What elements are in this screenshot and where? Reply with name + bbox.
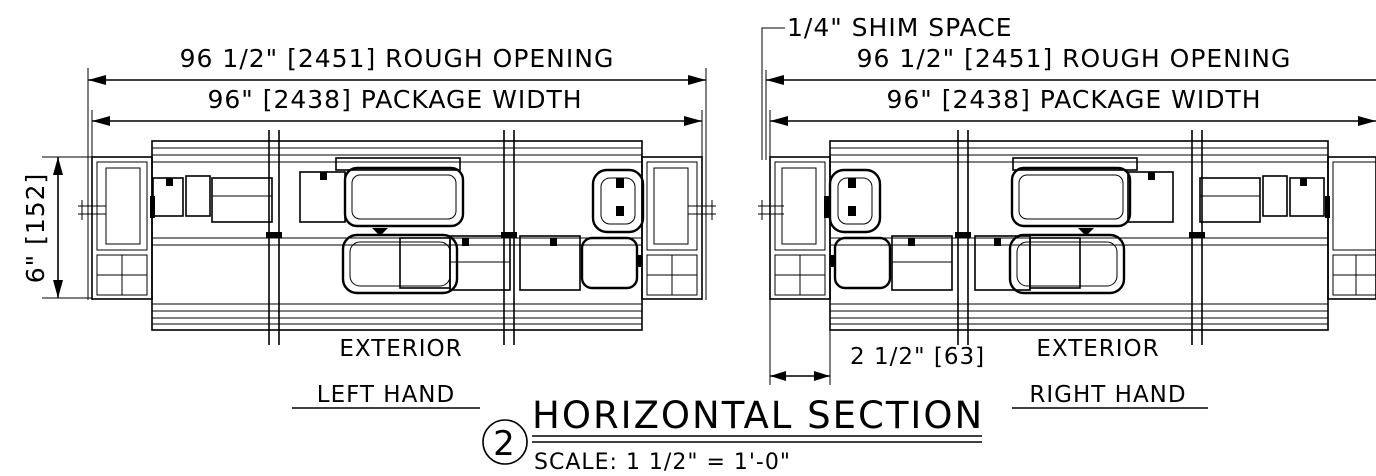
left-rough-opening-label: 96 1/2" [2451] ROUGH OPENING bbox=[180, 44, 615, 73]
left-hand-section: 96 1/2" [2451] ROUGH OPENING 96" [2438] … bbox=[21, 44, 716, 409]
left-hand-label: LEFT HAND bbox=[317, 382, 455, 408]
title-block: 2 HORIZONTAL SECTION SCALE: 1 1/2" = 1'-… bbox=[482, 394, 984, 475]
left-frame-body bbox=[78, 130, 716, 345]
left-package-width-dimension: 96" [2438] PACKAGE WIDTH bbox=[91, 85, 703, 300]
right-rough-opening-dimension: 96 1/2" [2451] ROUGH OPENING bbox=[766, 44, 1376, 85]
height-label: 6" [152] bbox=[21, 173, 50, 284]
section-number: 2 bbox=[493, 424, 517, 464]
section-scale: SCALE: 1 1/2" = 1'-0" bbox=[534, 450, 791, 475]
right-rough-opening-label: 96 1/2" [2451] ROUGH OPENING bbox=[857, 44, 1292, 73]
right-hand-label: RIGHT HAND bbox=[1029, 382, 1186, 408]
left-exterior-label: EXTERIOR bbox=[339, 336, 462, 362]
left-package-width-label: 96" [2438] PACKAGE WIDTH bbox=[207, 85, 582, 114]
shim-space-callout: 1/4" SHIM SPACE bbox=[761, 13, 1013, 160]
jamb-offset-label: 2 1/2" [63] bbox=[850, 344, 985, 370]
left-rough-opening-dimension: 96 1/2" [2451] ROUGH OPENING bbox=[87, 44, 707, 300]
section-title: HORIZONTAL SECTION bbox=[532, 394, 984, 437]
right-hand-section: 1/4" SHIM SPACE 96 1/2" [2451] ROUGH OPE… bbox=[758, 13, 1376, 409]
height-dimension: 6" [152] bbox=[21, 156, 92, 299]
right-frame-body bbox=[758, 130, 1376, 345]
right-package-width-label: 96" [2438] PACKAGE WIDTH bbox=[886, 85, 1261, 114]
shim-space-label: 1/4" SHIM SPACE bbox=[787, 13, 1013, 42]
jamb-offset-dimension: 2 1/2" [63] bbox=[770, 330, 985, 385]
right-exterior-label: EXTERIOR bbox=[1036, 336, 1159, 362]
